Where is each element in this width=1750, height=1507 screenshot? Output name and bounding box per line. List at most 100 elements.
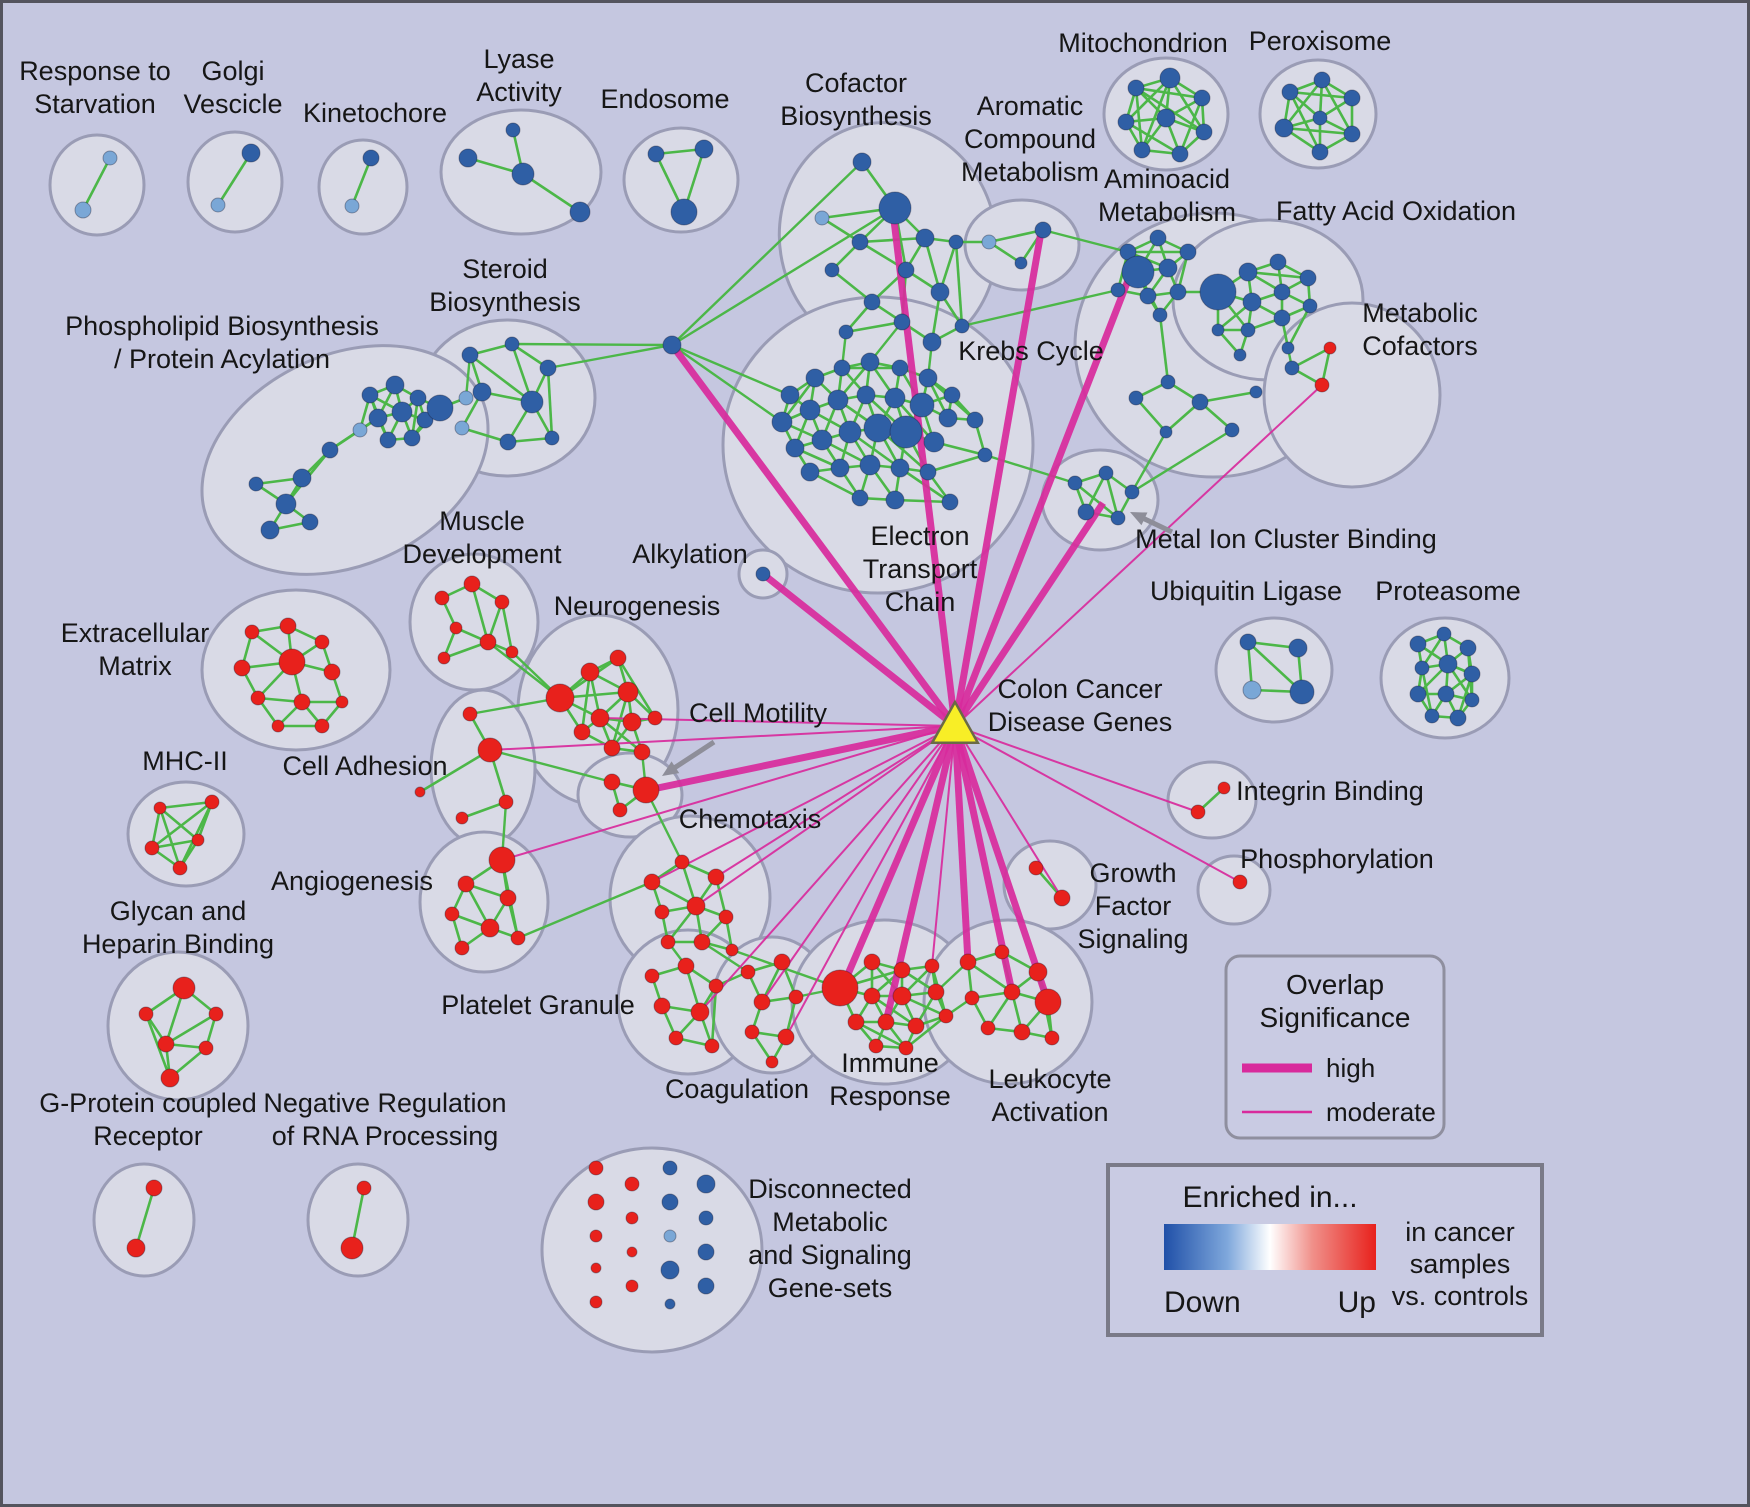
gene-set-node-mitochondrion <box>1193 89 1211 107</box>
gene-set-node-angiogenesis <box>499 889 517 907</box>
gene-set-edge <box>1104 472 1120 519</box>
gene-set-node-cofactor-biosynthesis <box>824 262 840 278</box>
gene-set-node-mhc-ii <box>204 794 220 810</box>
gene-set-node-metal-ion-cluster-binding <box>1110 510 1126 526</box>
gene-set-node-leukocyte-activation <box>959 953 977 971</box>
cluster-label-aromatic-compound-metabolism: Aromatic <box>977 91 1084 121</box>
gene-set-node-electron-transport-chain <box>859 454 881 476</box>
gene-set-node-phospholipid-biosynthesis-protein-acylation <box>385 375 405 395</box>
gene-set-node-immune-response <box>938 1008 954 1024</box>
gene-set-node-fatty-acid-oxidation <box>1242 292 1262 312</box>
gene-set-node-endosome <box>694 139 714 159</box>
gene-set-node-electron-transport-chain <box>884 387 906 409</box>
gene-set-node-cofactor-biosynthesis <box>863 293 881 311</box>
gene-set-node-muscle-development <box>494 594 510 610</box>
gene-set-node-angiogenesis <box>480 918 500 938</box>
gene-set-node-lyase-activity <box>569 201 591 223</box>
gene-set-node-steroid-biosynthesis <box>472 382 492 402</box>
cluster-label-electron-transport-chain: Transport <box>863 554 978 584</box>
gene-set-node-neurogenesis <box>609 649 627 667</box>
gene-set-node-phospholipid-biosynthesis-protein-acylation <box>321 441 339 459</box>
gene-set-node-electron-transport-chain <box>851 489 869 507</box>
gene-set-node-fatty-acid-oxidation <box>1273 309 1291 327</box>
pointer-arrow <box>1137 514 1174 535</box>
cluster-label-growth-factor-signaling: Signaling <box>1077 924 1188 954</box>
gene-set-node-coagulation <box>753 993 771 1011</box>
cluster-label-extracellular-matrix: Extracellular <box>61 618 210 648</box>
cluster-label-leukocyte-activation: Leukocyte <box>988 1064 1111 1094</box>
gene-set-node-neurogenesis <box>590 708 610 728</box>
gene-set-edge <box>1247 641 1303 693</box>
gene-set-node-cell-motility <box>603 773 621 791</box>
gene-set-node-extracellular-matrix <box>233 659 251 677</box>
gene-set-node-cell-adhesion <box>455 811 469 825</box>
gene-set-node-extracellular-matrix <box>314 634 330 650</box>
gene-set-node-proteasome <box>1436 626 1452 642</box>
cluster-label-disconnected-metabolic-and-signaling-gene-sets: Gene-sets <box>768 1273 893 1303</box>
gene-set-node-muscle-development <box>449 621 463 635</box>
gene-set-edge <box>151 800 213 850</box>
gene-set-node-electron-transport-chain <box>891 359 909 377</box>
gene-set-node-lyase-activity <box>458 148 478 168</box>
gene-set-node-mitochondrion <box>1117 113 1135 131</box>
gene-set-edge <box>967 960 1013 994</box>
gene-set-edge <box>134 1187 156 1249</box>
cluster-label-extracellular-matrix: Matrix <box>98 651 172 681</box>
overlap-edge-moderate <box>651 725 956 883</box>
gene-set-node-steroid-biosynthesis <box>504 336 520 352</box>
gene-set-node-chemotaxis <box>718 909 734 925</box>
overlap-edge-moderate <box>699 725 956 1013</box>
gene-set-node-response-to-starvation <box>74 201 92 219</box>
gene-set-node-coagulation <box>740 964 756 980</box>
gene-set-edge <box>599 716 643 754</box>
gene-set-node-cofactor-biosynthesis <box>893 313 911 331</box>
gene-set-node-electron-transport-chain <box>799 399 821 421</box>
cluster-label-electron-transport-chain: Electron <box>870 521 969 551</box>
gene-set-node-mhc-ii <box>172 860 188 876</box>
gene-set-node-platelet-granule <box>668 1030 684 1046</box>
gene-set-node-electron-transport-chain <box>977 447 993 463</box>
enrichment-down-label: Down <box>1164 1286 1241 1319</box>
gene-set-node-electron-transport-chain <box>863 413 893 443</box>
gene-set-node-platelet-granule <box>653 997 671 1015</box>
gene-set-node-angiogenesis <box>454 940 470 956</box>
gene-set-node-integrin-binding <box>1190 804 1206 820</box>
gene-set-node-extracellular-matrix <box>244 624 260 640</box>
cluster-label-aromatic-compound-metabolism: Compound <box>964 124 1096 154</box>
gene-set-node-platelet-granule <box>708 978 724 994</box>
gene-set-node-electron-transport-chain <box>941 493 959 511</box>
gene-set-node-electron-transport-chain <box>889 415 923 449</box>
gene-set-edge <box>159 807 199 841</box>
gene-set-node-electron-transport-chain <box>918 368 938 388</box>
gene-set-node-growth-factor-signaling <box>1028 860 1044 876</box>
gene-set-node-muscle-development <box>437 651 451 665</box>
gene-set-edge <box>500 601 514 653</box>
cluster-label-metabolic-cofactors: Cofactors <box>1362 331 1478 361</box>
gene-set-node-growth-factor-signaling <box>1053 889 1071 907</box>
cluster-label-phospholipid-biosynthesis-protein-acylation: / Protein Acylation <box>114 344 330 374</box>
gene-set-node-mhc-ii <box>144 840 160 856</box>
cluster-label-integrin-binding: Integrin Binding <box>1236 776 1424 806</box>
cluster-label-phospholipid-biosynthesis-protein-acylation: Phospholipid Biosynthesis <box>65 311 379 341</box>
enrichment-legend-title: Enriched in... <box>1182 1181 1357 1214</box>
gene-set-node-platelet-granule <box>644 968 660 984</box>
gene-set-node-disconnected-metabolic-and-signaling-gene-sets <box>588 1160 604 1176</box>
gene-set-node-immune-response <box>868 1038 884 1054</box>
layer-legends: OverlapSignificancehighmoderateEnriched … <box>1106 954 1544 1337</box>
gene-set-node-phospholipid-biosynthesis-protein-acylation <box>416 411 434 429</box>
cluster-label-mhc-ii: MHC-II <box>142 746 227 776</box>
gene-set-node-mitochondrion <box>1156 108 1176 128</box>
cluster-label-lyase-activity: Lyase <box>483 44 554 74</box>
gene-set-node-immune-response <box>847 1013 865 1031</box>
overlap-edge-moderate <box>954 384 1323 727</box>
gene-set-node-fatty-acid-oxidation <box>1211 323 1225 337</box>
gene-set-node-aminoacid-metabolism <box>1121 255 1155 289</box>
gene-set-node-neurogenesis <box>633 743 651 761</box>
gene-set-node-phospholipid-biosynthesis-protein-acylation <box>458 390 474 406</box>
layer-nodes <box>74 67 1481 1310</box>
gene-set-node-ubiquitin-ligase <box>1239 633 1257 651</box>
gene-set-node-disconnected-metabolic-and-signaling-gene-sets <box>698 1210 714 1226</box>
gene-set-node-glycan-and-heparin-binding <box>138 1006 154 1022</box>
gene-set-node-cell-adhesion <box>414 786 426 798</box>
